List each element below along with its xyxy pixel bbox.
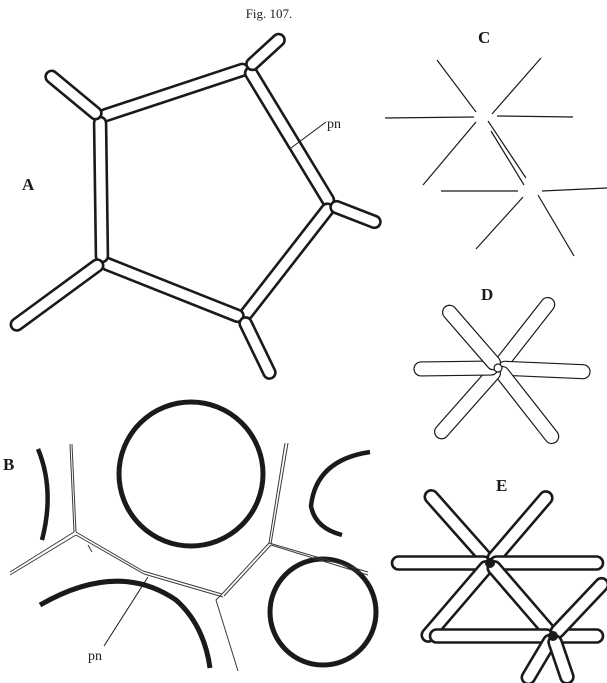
panel-a-pn-label: pn [327, 117, 341, 132]
panel-a-cell-outer [329, 199, 382, 229]
panel-e-rod [430, 630, 553, 643]
panel-d-rods [414, 295, 590, 447]
panel-a-cell-outer [8, 257, 105, 333]
panel-a: A pn [8, 32, 382, 381]
panel-b-arc-bottom [40, 581, 210, 668]
panel-b-bubble-small [270, 559, 376, 665]
panel-e-rod [485, 559, 558, 640]
panel-a-cell [238, 201, 335, 321]
panel-a-cell [100, 256, 245, 323]
panel-c: C [385, 28, 607, 256]
panel-a-cell-outer [43, 68, 104, 121]
panel-d-letter: D [481, 285, 493, 304]
panel-e-node [485, 558, 495, 568]
panel-d: D [414, 285, 590, 446]
panel-c-letter: C [478, 28, 490, 47]
panel-e-node [548, 631, 558, 641]
figure-caption: Fig. 107. [246, 6, 293, 21]
panel-b-arc-right [311, 452, 370, 535]
panel-b-pn-label: pn [88, 649, 102, 664]
panel-a-letter: A [22, 175, 35, 194]
panel-b-pn-pointer [104, 577, 148, 646]
panel-b: B pn [3, 402, 376, 671]
panel-b-arc-left [38, 449, 48, 540]
panel-e-rods [392, 488, 607, 683]
panel-a-cell [243, 65, 336, 208]
panel-b-membranes [10, 443, 368, 671]
panel-a-cell [98, 62, 250, 122]
panel-d-center [494, 364, 502, 372]
panel-e: E [392, 476, 607, 683]
panel-b-bubble-large [119, 402, 263, 546]
panel-a-cell [94, 117, 108, 262]
panel-d-rod [492, 295, 557, 373]
panel-e-rod [490, 557, 603, 570]
panel-c-lines [385, 58, 607, 256]
panel-e-letter: E [496, 476, 507, 495]
panel-b-letter: B [3, 455, 14, 474]
panel-e-rod [392, 557, 490, 570]
panel-a-cells [8, 32, 382, 381]
panel-a-cell-outer [244, 32, 287, 73]
panel-a-cell-outer [238, 315, 278, 380]
